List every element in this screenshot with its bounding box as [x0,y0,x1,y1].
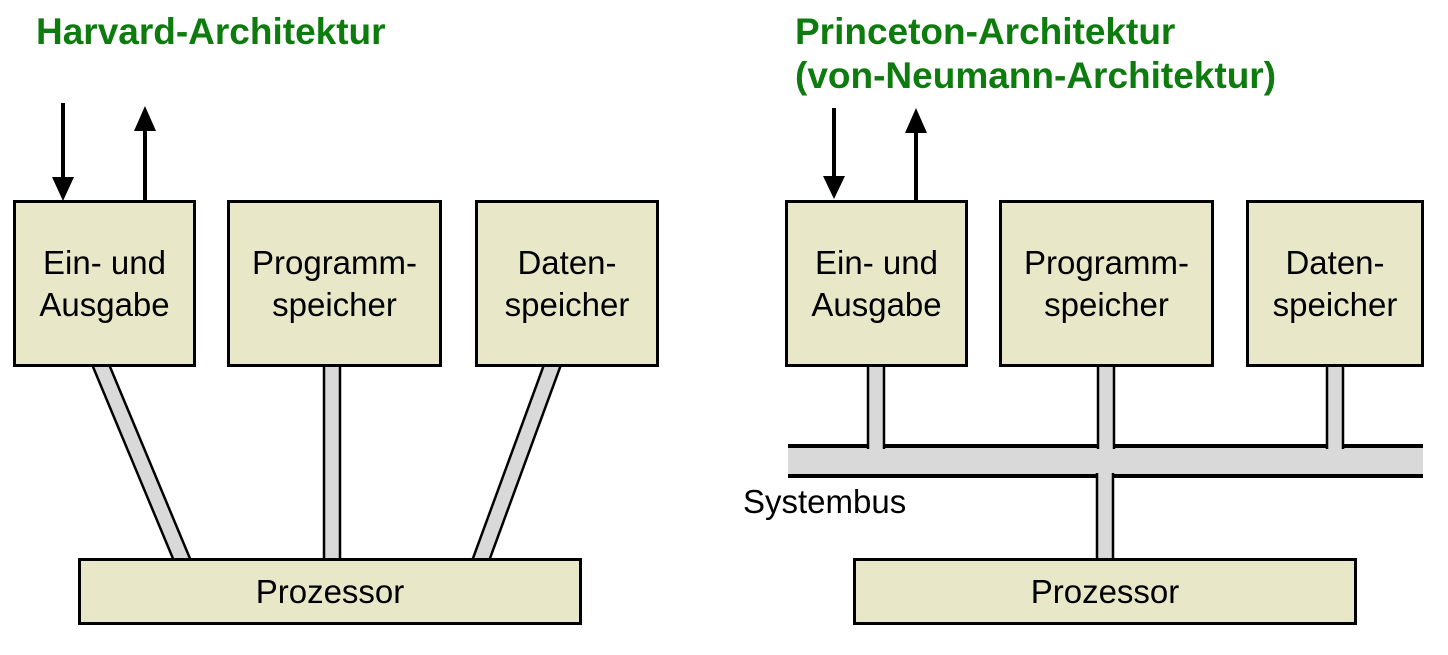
princeton-title-line1: Princeton-Architektur [795,11,1176,52]
harvard-input-arrow-head [52,177,74,201]
princeton-program-bus-fill [1098,361,1114,454]
harvard-program-label-line2: speicher [272,285,397,323]
harvard-data-memory-box: Daten- speicher [475,200,659,367]
princeton-processor-box: Prozessor [853,558,1357,625]
princeton-io-label-line2: Ausgabe [811,285,942,323]
princeton-input-arrow-head [823,176,845,199]
princeton-data-label-line1: Daten- [1285,243,1385,281]
harvard-output-arrow-head [134,106,156,131]
princeton-data-label-line2: speicher [1272,285,1398,323]
princeton-io-label-line1: Ein- und [815,243,938,281]
harvard-input-arrow-icon [52,103,74,201]
harvard-program-bus [322,360,342,563]
harvard-title: Harvard-Architektur [36,11,386,52]
princeton-program-label-line1: Programm- [1023,243,1190,281]
princeton-output-arrow-icon [905,108,927,200]
princeton-processor-label: Prozessor [1030,572,1180,610]
princeton-program-memory-box: Programm- speicher [999,200,1214,367]
princeton-processor-bus [1095,470,1115,561]
harvard-io-box: Ein- und Ausgabe [13,200,196,367]
princeton-input-arrow-icon [823,108,845,199]
princeton-processor-bus-fill [1097,470,1113,561]
harvard-data-label-line2: speicher [504,285,630,323]
princeton-output-arrow-head [905,108,927,133]
princeton-io-bus-fill [868,361,884,454]
harvard-program-memory-box: Programm- speicher [227,200,442,367]
princeton-data-memory-box: Daten- speicher [1246,200,1424,367]
harvard-output-arrow-icon [134,106,156,201]
princeton-title: Princeton-Architektur (von-Neumann-Archi… [795,10,1276,98]
harvard-processor-label: Prozessor [255,572,405,610]
harvard-io-bus [89,360,193,563]
harvard-data-bus [470,360,564,563]
princeton-program-bus [1096,361,1116,454]
harvard-io-label-line1: Ein- und [43,243,166,281]
systembus-label: Systembus [743,483,907,520]
princeton-io-bus [866,361,886,454]
harvard-program-label-line1: Programm- [251,243,418,281]
harvard-data-label-line1: Daten- [517,243,617,281]
princeton-io-box: Ein- und Ausgabe [785,200,968,367]
harvard-io-label-line2: Ausgabe [39,285,170,323]
princeton-program-label-line2: speicher [1044,285,1169,323]
princeton-data-bus [1325,361,1345,454]
princeton-data-bus-fill [1327,361,1343,454]
harvard-processor-box: Prozessor [78,558,582,625]
princeton-title-line2: (von-Neumann-Architektur) [795,55,1277,96]
